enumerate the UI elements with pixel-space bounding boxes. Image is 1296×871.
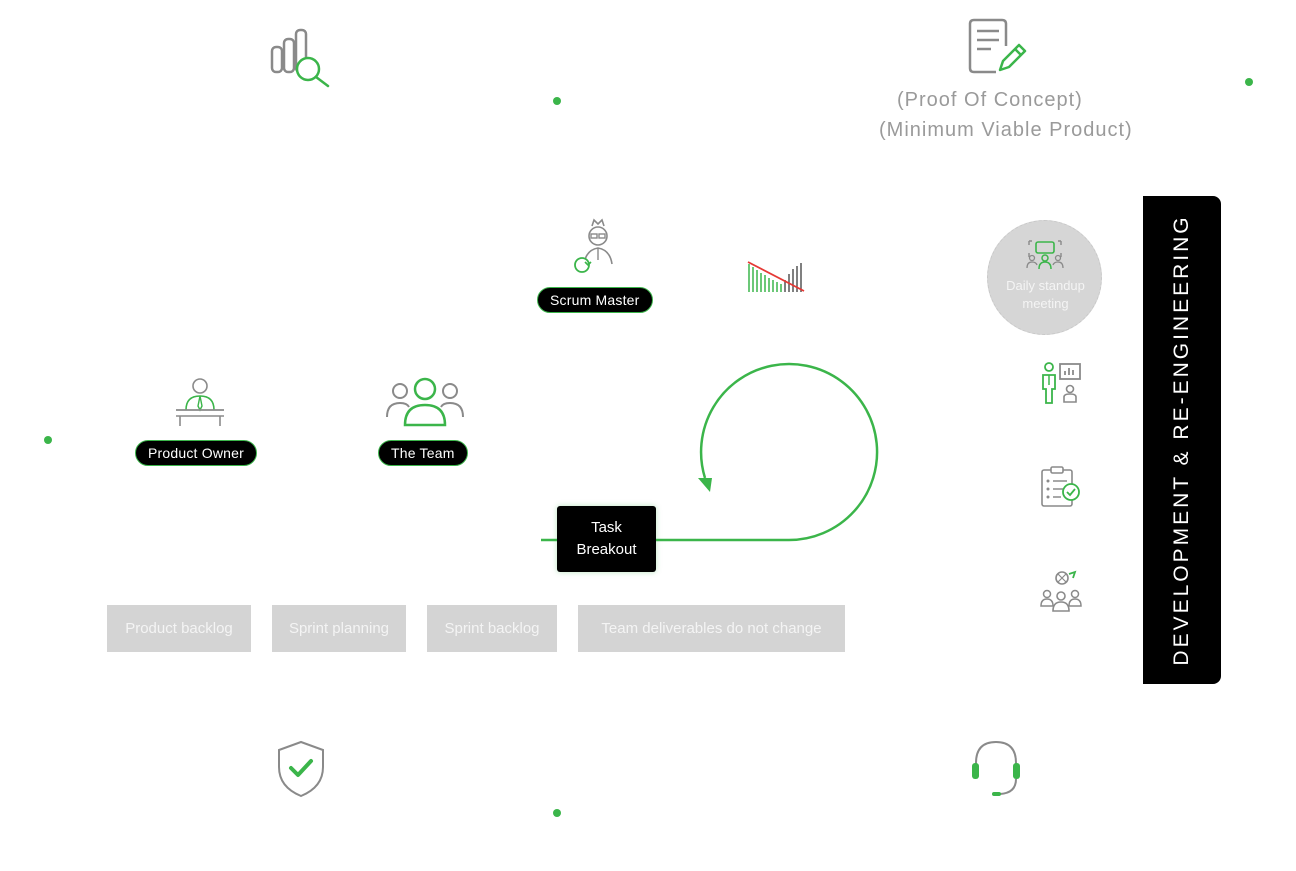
shield-check-icon xyxy=(278,740,324,798)
scrum-master-label: Scrum Master xyxy=(537,287,653,313)
side-panel-title: DEVELOPMENT & RE-ENGINEERING xyxy=(1170,214,1193,666)
burndown-chart-icon xyxy=(747,261,805,292)
product-owner-label: Product Owner xyxy=(135,440,257,466)
team-label: The Team xyxy=(378,440,468,466)
stage-sprint-backlog: Sprint backlog xyxy=(427,605,557,652)
checklist-icon xyxy=(1041,466,1080,507)
stage-product-backlog: Product backlog xyxy=(107,605,251,652)
standup-label: Daily standup meeting xyxy=(988,277,1103,313)
headset-icon xyxy=(972,740,1020,796)
daily-standup-circle: Daily standup meeting xyxy=(987,220,1102,335)
development-reengineering-panel: DEVELOPMENT & RE-ENGINEERING xyxy=(1143,196,1221,684)
mvp-label: (Minimum Viable Product) xyxy=(879,119,1133,141)
standup-label-line1: Daily standup xyxy=(1006,278,1085,293)
stage-team-deliverables: Team deliverables do not change xyxy=(578,605,845,652)
team-icon xyxy=(386,377,464,427)
presenter-icon xyxy=(1042,362,1081,404)
analytics-search-icon xyxy=(270,28,330,88)
poc-label: (Proof Of Concept) xyxy=(897,89,1083,111)
document-edit-icon xyxy=(968,18,1027,74)
stage-sprint-planning: Sprint planning xyxy=(272,605,406,652)
product-owner-icon xyxy=(176,378,224,426)
scrum-master-icon xyxy=(574,218,613,273)
standup-label-line2: meeting xyxy=(1022,296,1069,311)
decorative-dot xyxy=(1245,78,1253,86)
task-breakout-line2: Breakout xyxy=(576,541,637,558)
decorative-dot xyxy=(553,809,561,817)
task-breakout-line1: Task xyxy=(591,519,622,536)
decorative-dot xyxy=(44,436,52,444)
team-settings-icon xyxy=(1040,570,1082,612)
task-breakout-box: Task Breakout xyxy=(557,506,656,572)
standup-meeting-icon xyxy=(1026,240,1064,270)
decorative-dot xyxy=(553,97,561,105)
